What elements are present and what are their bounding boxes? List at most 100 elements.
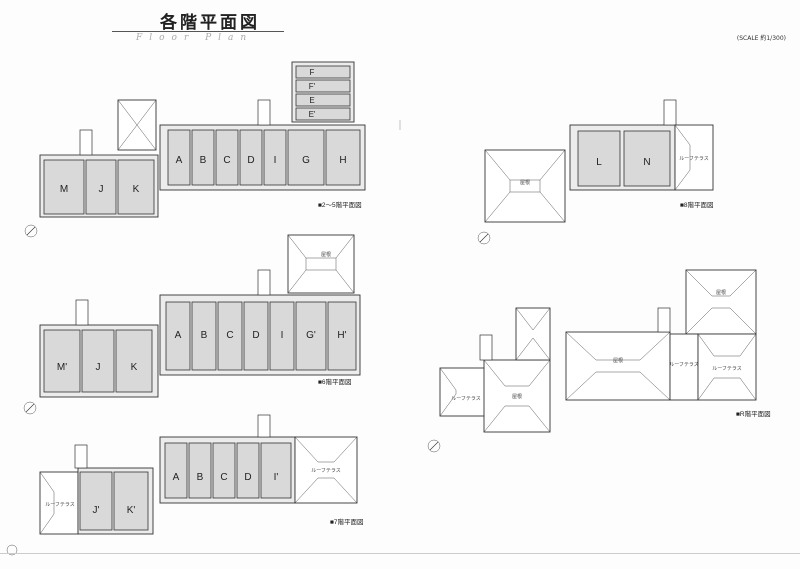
- roof-hip-line: [685, 269, 757, 297]
- unit-label: B: [197, 472, 204, 483]
- roof-hip-line: [483, 405, 551, 433]
- unit-label: C: [220, 472, 227, 483]
- roof-hip-line: [483, 359, 551, 387]
- roof-hip-line: [697, 377, 757, 401]
- unit-room: [239, 129, 263, 186]
- roof-hip-line: [515, 337, 551, 361]
- unit-room: [325, 129, 361, 186]
- roof-label: 屋根: [716, 289, 726, 296]
- plan-caption: ■6階平面図: [318, 377, 352, 386]
- unit-label: H: [339, 155, 346, 166]
- plan-caption: ■2～5階平面図: [318, 200, 362, 209]
- unit-room: [295, 65, 351, 79]
- page-title: 各階平面図: [160, 13, 260, 33]
- unit-room: [295, 301, 327, 371]
- roof-label: ルーフテラス: [679, 156, 709, 162]
- north-arrow-needle: [429, 441, 439, 451]
- roof-hip-line: [39, 471, 55, 535]
- roof-label: ルーフテラス: [712, 366, 742, 372]
- unit-room: [113, 471, 149, 531]
- unit-room: [623, 130, 671, 187]
- roof-hip-line: [484, 149, 566, 181]
- plan-floor-r: ルーフテラス 屋根 屋根 屋根 ルーフテラス ルーフテラス: [427, 269, 771, 453]
- roof-label: ルーフテラス: [311, 468, 341, 474]
- roof-hip-line: [287, 269, 355, 294]
- roof-label: ルーフテラス: [669, 362, 699, 368]
- roof-label: ルーフテラス: [45, 502, 75, 508]
- plan-caption: ■R階平面図: [736, 409, 771, 418]
- unit-room: [263, 129, 287, 186]
- roof-block: [483, 359, 551, 433]
- unit-room: [81, 329, 115, 393]
- plan-floor-7: ルーフテラス J' K' A B C D I' ルーフテラス ■7階平面図: [6, 414, 364, 556]
- scale-note: (SCALE 約1/300): [736, 35, 786, 42]
- unit-room: [295, 93, 351, 107]
- unit-room: [43, 159, 85, 215]
- unit-room: [212, 442, 236, 499]
- unit-room: [295, 107, 351, 121]
- unit-room: [115, 329, 153, 393]
- north-arrow-needle: [479, 233, 489, 243]
- plan-caption: ■8階平面図: [680, 200, 714, 209]
- unit-label: D: [247, 155, 254, 166]
- stair-icon: [257, 414, 271, 438]
- roof-hip-line: [484, 191, 566, 223]
- unit-room: [43, 329, 81, 393]
- roof-label: 屋根: [520, 179, 530, 186]
- roof-terrace: [674, 124, 714, 191]
- roof-terrace: [439, 367, 487, 417]
- unit-room: [327, 301, 357, 371]
- roof-hip-line: [117, 124, 157, 151]
- north-arrow-needle: [26, 226, 36, 236]
- roof-terrace: [697, 333, 757, 401]
- plan-floor-6: M' J K A B C D I G' H' 屋根: [23, 234, 361, 415]
- unit-label: D: [244, 472, 251, 483]
- stair-icon: [257, 99, 271, 126]
- roof-hip-line: [565, 371, 671, 401]
- roof-hip-line: [294, 477, 358, 504]
- unit-label: K': [127, 505, 136, 516]
- unit-label: I: [281, 330, 284, 341]
- unit-label: E: [309, 96, 314, 105]
- stair-icon: [479, 334, 493, 361]
- roof-block: [515, 307, 551, 361]
- page-subtitle: Floor Plan: [136, 33, 254, 43]
- roof-label: 屋根: [321, 251, 331, 258]
- unit-label: I': [274, 472, 279, 483]
- north-arrow-icon: [477, 231, 491, 245]
- bottom-rule: [0, 553, 800, 554]
- unit-label: G': [306, 330, 316, 341]
- unit-label: G: [302, 155, 310, 166]
- unit-label: N: [643, 157, 650, 168]
- roof-hip-line: [685, 307, 757, 335]
- north-arrow-icon: [24, 224, 38, 238]
- unit-label: A: [173, 472, 180, 483]
- stair-icon: [74, 444, 88, 469]
- unit-label: C: [226, 330, 233, 341]
- stair-icon: [75, 299, 89, 326]
- title-rule: [112, 31, 284, 32]
- unit-label: K: [131, 362, 138, 373]
- plan-floor-8: 屋根 L N ルーフテラス ■8階平面図: [477, 99, 714, 245]
- roof-block: [287, 234, 355, 294]
- roof-hip-line: [515, 307, 551, 331]
- unit-label: E': [309, 110, 316, 119]
- unit-label: A: [175, 330, 182, 341]
- unit-room: [243, 301, 269, 371]
- north-arrow-needle: [25, 403, 35, 413]
- roof-block: [484, 149, 566, 223]
- unit-room: [167, 129, 191, 186]
- unit-room: [215, 129, 239, 186]
- unit-label: A: [176, 155, 183, 166]
- unit-room: [79, 471, 113, 531]
- unit-label: J': [93, 505, 100, 516]
- unit-label: J: [96, 362, 101, 373]
- unit-room: [85, 159, 117, 215]
- roof-hip-line: [439, 367, 457, 417]
- north-arrow-icon: [23, 401, 37, 415]
- unit-label: K: [133, 184, 140, 195]
- plan-floor-2-5: M J K A B C D I G H: [24, 61, 366, 238]
- unit-room: [191, 301, 217, 371]
